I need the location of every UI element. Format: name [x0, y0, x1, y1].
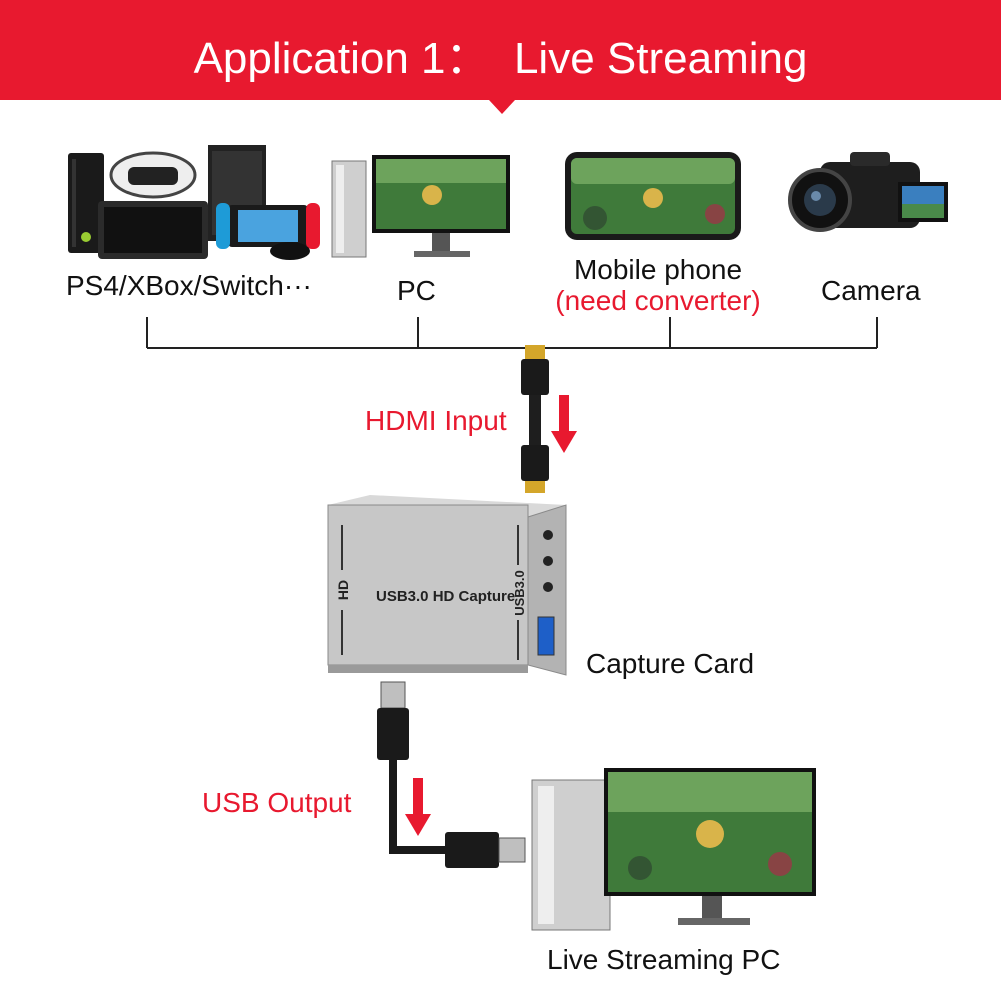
hdmi-cable-icon	[521, 345, 549, 493]
video-camera-icon	[788, 152, 948, 232]
game-consoles-icon	[68, 145, 320, 260]
streaming-pc-icon	[531, 768, 816, 931]
capture-card-label: Capture Card	[586, 648, 755, 679]
hdmi-arrow-icon	[551, 395, 577, 453]
capture-card-text: USB3.0 HD Capture HD USB3.0	[335, 570, 527, 616]
usb-arrow-icon	[405, 778, 431, 836]
hdmi-input-label: HDMI Input	[365, 405, 507, 436]
usb-output-label: USB Output	[202, 787, 352, 818]
source-note-mobile: (need converter)	[555, 285, 761, 316]
source-label-pc: PC	[397, 275, 436, 306]
header-banner	[0, 0, 1001, 100]
capture-card-side-usb: USB3.0	[512, 570, 527, 616]
source-label-camera: Camera	[821, 275, 921, 306]
desktop-pc-icon	[331, 155, 510, 258]
header-banner-pointer	[489, 100, 515, 114]
mobile-phone-icon	[565, 152, 741, 240]
usb-cable-icon	[377, 681, 526, 868]
source-label-mobile: Mobile phone	[573, 254, 743, 285]
capture-card-icon	[327, 495, 567, 676]
capture-card-side-hd: HD	[335, 580, 351, 600]
capture-card-front-text: USB3.0 HD Capture	[376, 588, 515, 605]
source-label-consoles: PS4/XBox/Switch···	[66, 270, 312, 301]
page-title: Application 1： Live Streaming	[193, 34, 808, 83]
destination-label: Live Streaming PC	[547, 944, 781, 975]
